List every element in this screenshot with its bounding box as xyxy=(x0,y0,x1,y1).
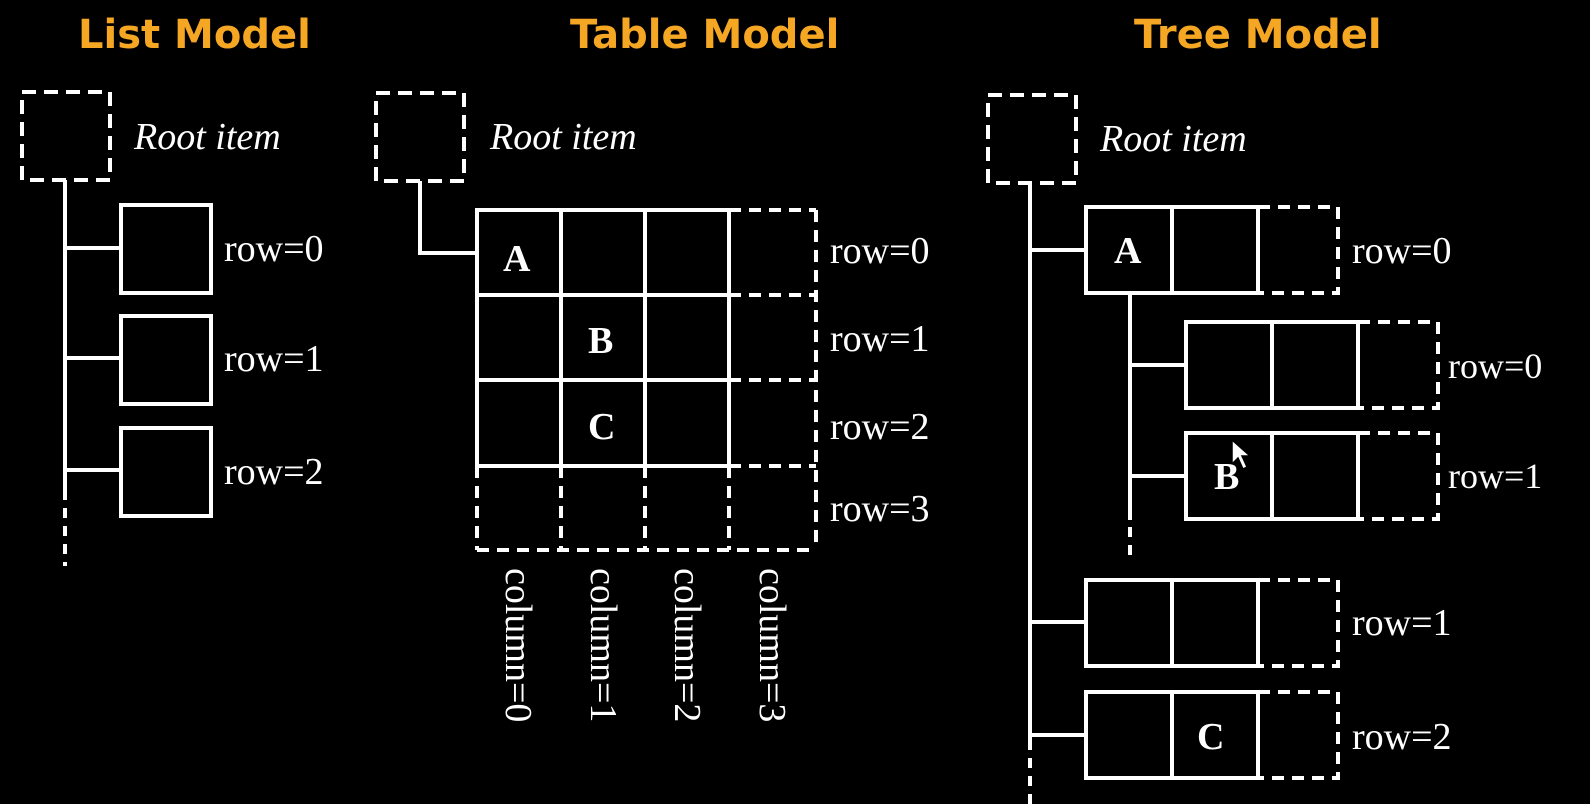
table-model-title: Table Model xyxy=(570,12,840,58)
mouse-pointer-icon xyxy=(1231,438,1252,471)
table-row-label: row=1 xyxy=(830,318,930,360)
tree-row-label: row=1 xyxy=(1352,602,1452,644)
tree-root-box xyxy=(986,93,1078,185)
list-root-box xyxy=(20,90,112,182)
tree-cell-a: A xyxy=(1114,230,1142,272)
table-column-label: column=3 xyxy=(751,568,793,723)
table-grid xyxy=(475,208,731,468)
table-cell-b: B xyxy=(588,320,614,362)
table-row-label: row=2 xyxy=(830,406,930,448)
table-cell-c: C xyxy=(588,406,616,448)
list-model-title: List Model xyxy=(78,12,311,58)
table-column-label: column=1 xyxy=(582,568,624,723)
list-item-box-1 xyxy=(119,314,213,406)
tree-cell-b: B xyxy=(1214,456,1240,498)
table-root-label: Root item xyxy=(490,116,637,158)
list-root-label: Root item xyxy=(134,116,281,158)
list-item-box-2 xyxy=(119,426,213,518)
tree-model-title: Tree Model xyxy=(1134,12,1382,58)
table-column-label: column=0 xyxy=(497,568,539,723)
table-cell-a: A xyxy=(503,238,531,280)
tree-row-label: row=0 xyxy=(1352,230,1452,272)
list-row-label: row=1 xyxy=(224,338,324,380)
list-row-label: row=0 xyxy=(224,228,324,270)
tree-cell-c: C xyxy=(1197,716,1225,758)
tree-row-label: row=2 xyxy=(1352,716,1452,758)
table-column-label: column=2 xyxy=(666,568,708,723)
table-root-box xyxy=(374,91,466,183)
list-row-label: row=2 xyxy=(224,451,324,493)
table-row-label: row=0 xyxy=(830,230,930,272)
table-row-label: row=3 xyxy=(830,488,930,530)
list-item-box-0 xyxy=(119,203,213,295)
tree-child-row-label: row=0 xyxy=(1448,346,1543,386)
tree-root-label: Root item xyxy=(1100,118,1247,160)
tree-child-row-label: row=1 xyxy=(1448,456,1543,496)
